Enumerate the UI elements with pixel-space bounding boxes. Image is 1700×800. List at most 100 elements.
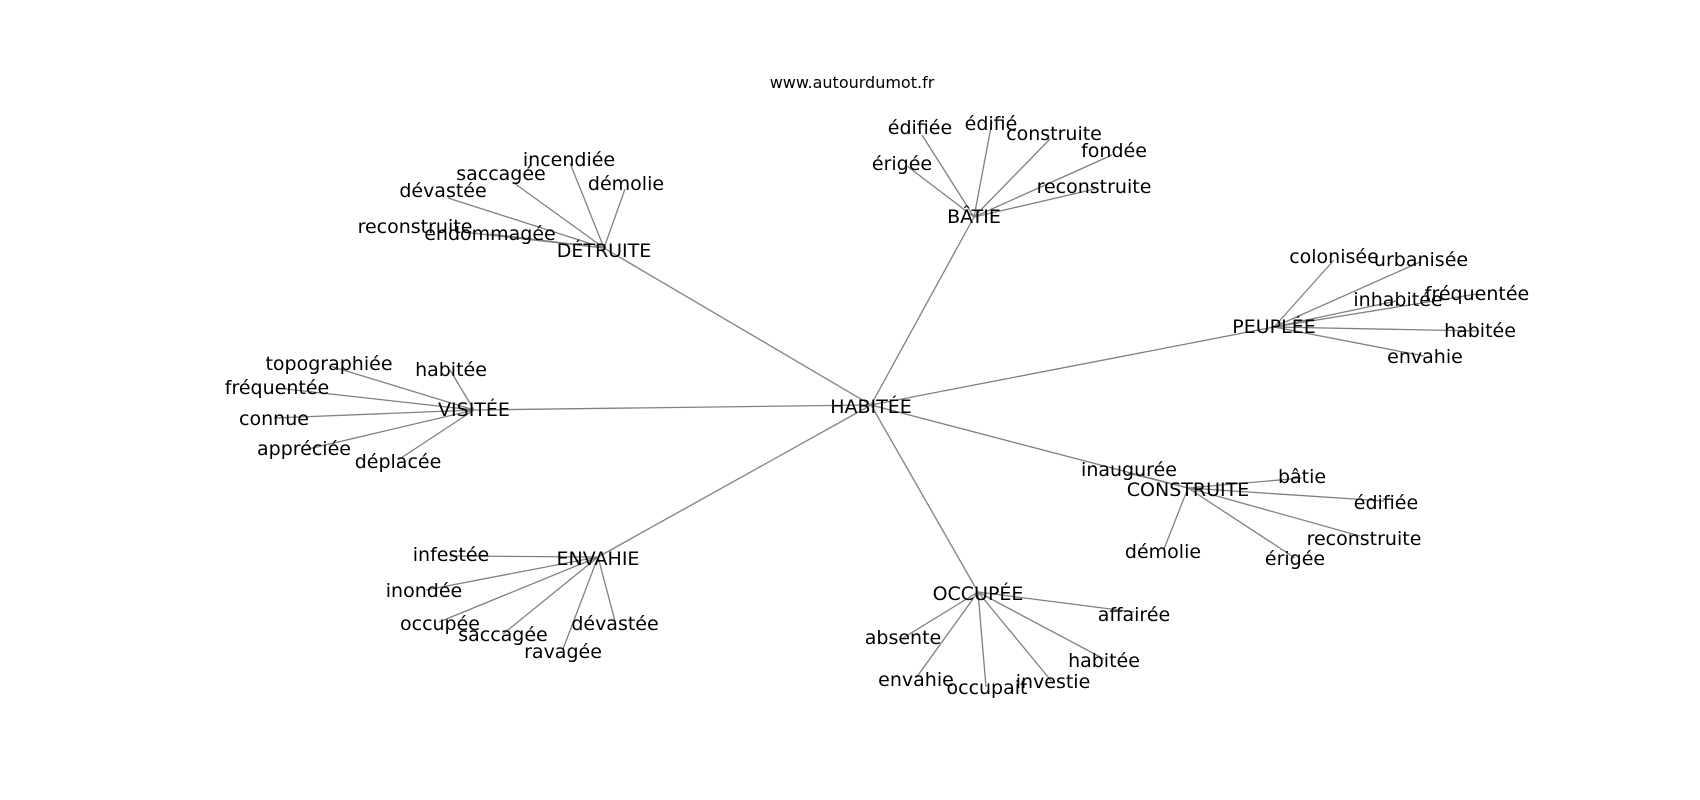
edge-construite-construite-batie — [1187, 477, 1303, 489]
edge-construite-construite-inauguree — [1127, 472, 1189, 489]
node-leaf-detruite-reconstruite: reconstruite — [358, 216, 473, 238]
node-leaf-occupee-absente: absente — [865, 627, 941, 649]
edge-construite-construite-demolie — [1163, 487, 1189, 550]
graph-labels: HABITÉEDÉTRUITEreconstruiteendommagéedév… — [225, 113, 1529, 699]
edge-batie-batie-edifie — [973, 121, 993, 218]
edge-detruite-detruite-demolie — [603, 188, 626, 249]
node-hub-visitee: VISITÉE — [438, 398, 510, 421]
node-leaf-peuplee-colonisee: colonisée — [1289, 246, 1379, 268]
node-hub-detruite: DÉTRUITE — [557, 239, 652, 262]
edge-habitee-peuplee — [870, 326, 1275, 406]
edge-batie-batie-reconstruite — [973, 188, 1096, 218]
node-leaf-envahie-saccagee: saccagée — [458, 624, 548, 646]
edge-peuplee-peuplee-colonisee — [1273, 259, 1335, 328]
edge-detruite-detruite-incendiee — [569, 162, 605, 249]
node-leaf-occupee-habitee: habitée — [1068, 650, 1140, 672]
edge-detruite-detruite-endommagee — [489, 233, 605, 249]
edge-detruite-detruite-devastee — [447, 197, 605, 249]
node-leaf-batie-edifiee: édifiée — [888, 117, 952, 139]
node-leaf-construite-reconstruite: reconstruite — [1307, 528, 1422, 550]
edge-envahie-envahie-saccagee — [502, 556, 599, 635]
node-leaf-batie-erigee: érigée — [872, 153, 932, 175]
edge-habitee-occupee — [870, 404, 979, 593]
edge-visitee-visitee-frequentee — [276, 387, 475, 411]
edge-occupee-occupee-investie — [977, 591, 1054, 684]
edge-occupee-occupee-absente — [902, 591, 979, 639]
edge-construite-construite-reconstruite — [1187, 487, 1361, 537]
node-center-habitee: HABITÉE — [830, 395, 912, 418]
node-leaf-peuplee-habitee: habitée — [1444, 320, 1516, 342]
edge-occupee-occupee-occupait — [977, 591, 987, 688]
node-leaf-construite-erigee: érigée — [1265, 548, 1325, 570]
edge-habitee-detruite — [603, 247, 872, 406]
edge-detruite-detruite-saccagee — [513, 182, 605, 249]
node-leaf-peuplee-frequentee: fréquentée — [1425, 283, 1529, 305]
node-leaf-envahie-infestee: infestée — [413, 544, 489, 566]
node-leaf-detruite-devastee: dévastée — [399, 180, 486, 202]
edge-batie-batie-fondee — [973, 154, 1113, 218]
edge-visitee-visitee-appreciee — [303, 409, 475, 451]
node-leaf-batie-fondee: fondée — [1081, 140, 1147, 162]
node-leaf-visitee-topographiee: topographiée — [265, 353, 392, 375]
node-leaf-batie-construite: construite — [1006, 123, 1102, 145]
edge-occupee-occupee-affairee — [977, 591, 1135, 613]
node-leaf-peuplee-inhabitee: inhabitée — [1353, 289, 1442, 311]
edge-peuplee-peuplee-habitee — [1273, 326, 1480, 332]
edge-peuplee-peuplee-inhabitee — [1273, 300, 1397, 328]
node-leaf-occupee-affairee: affairée — [1098, 604, 1170, 626]
edge-construite-construite-erigee — [1187, 487, 1296, 559]
edge-visitee-visitee-topographiee — [329, 365, 475, 411]
edge-batie-batie-construite — [973, 138, 1051, 218]
node-leaf-occupee-envahie: envahie — [878, 669, 954, 691]
node-leaf-detruite-demolie: démolie — [588, 173, 664, 195]
edge-occupee-occupee-envahie — [915, 591, 979, 679]
edge-batie-batie-erigee — [906, 165, 975, 218]
edge-envahie-envahie-devastee — [597, 556, 616, 622]
edge-habitee-envahie — [597, 404, 872, 558]
edge-envahie-envahie-inondee — [425, 556, 599, 591]
node-leaf-construite-demolie: démolie — [1125, 541, 1201, 563]
edge-peuplee-peuplee-urbanisee — [1273, 261, 1421, 328]
node-leaf-batie-reconstruite: reconstruite — [1037, 176, 1152, 198]
node-leaf-detruite-endommagee: endommagée — [424, 223, 556, 245]
node-leaf-construite-inauguree: inaugurée — [1081, 459, 1177, 481]
edge-construite-construite-edifiee — [1187, 487, 1385, 502]
edge-envahie-envahie-occupee — [438, 556, 599, 623]
node-leaf-visitee-frequentee: fréquentée — [225, 377, 329, 399]
node-leaf-peuplee-envahie: envahie — [1387, 346, 1463, 368]
edge-peuplee-peuplee-envahie — [1273, 326, 1425, 357]
node-leaf-envahie-ravagee: ravagée — [524, 641, 602, 663]
node-leaf-envahie-inondee: inondée — [386, 580, 462, 602]
node-leaf-peuplee-urbanisee: urbanisée — [1374, 249, 1468, 271]
node-leaf-construite-edifiee: édifiée — [1354, 492, 1418, 514]
node-leaf-visitee-connue: connue — [239, 408, 309, 430]
edge-visitee-visitee-habitee — [449, 369, 475, 411]
node-hub-peuplee: PEUPLÉE — [1232, 315, 1315, 338]
edge-visitee-visitee-connue — [273, 409, 475, 419]
node-leaf-visitee-deplacee: déplacée — [355, 451, 442, 473]
node-hub-construite: CONSTRUITE — [1127, 479, 1249, 501]
source-label: www.autourdumot.fr — [770, 73, 935, 92]
node-hub-envahie: ENVAHIE — [557, 548, 640, 570]
edge-peuplee-peuplee-frequentee — [1273, 293, 1478, 328]
node-leaf-occupee-investie: investie — [1016, 671, 1091, 693]
node-leaf-detruite-saccagee: saccagée — [456, 163, 546, 185]
node-leaf-detruite-incendiee: incendiée — [523, 149, 615, 171]
node-leaf-construite-batie: bâtie — [1278, 466, 1326, 488]
node-hub-batie: BÂTIE — [947, 205, 1001, 228]
node-leaf-envahie-devastee: dévastée — [571, 613, 658, 635]
edge-batie-batie-edifiee — [921, 134, 975, 218]
node-hub-occupee: OCCUPÉE — [933, 582, 1024, 605]
edge-occupee-occupee-habitee — [977, 591, 1105, 660]
node-leaf-visitee-habitee: habitée — [415, 359, 487, 381]
node-leaf-batie-edifie: édifié — [965, 113, 1018, 135]
node-leaf-envahie-occupee: occupée — [400, 613, 480, 635]
edge-envahie-envahie-infestee — [449, 555, 599, 558]
edge-habitee-batie — [870, 216, 975, 406]
edge-envahie-envahie-ravagee — [562, 556, 599, 650]
edge-visitee-visitee-deplacee — [397, 409, 475, 461]
edge-habitee-visitee — [473, 404, 872, 411]
node-leaf-occupee-occupait: occupait — [947, 677, 1028, 699]
graph-edges — [273, 121, 1480, 688]
